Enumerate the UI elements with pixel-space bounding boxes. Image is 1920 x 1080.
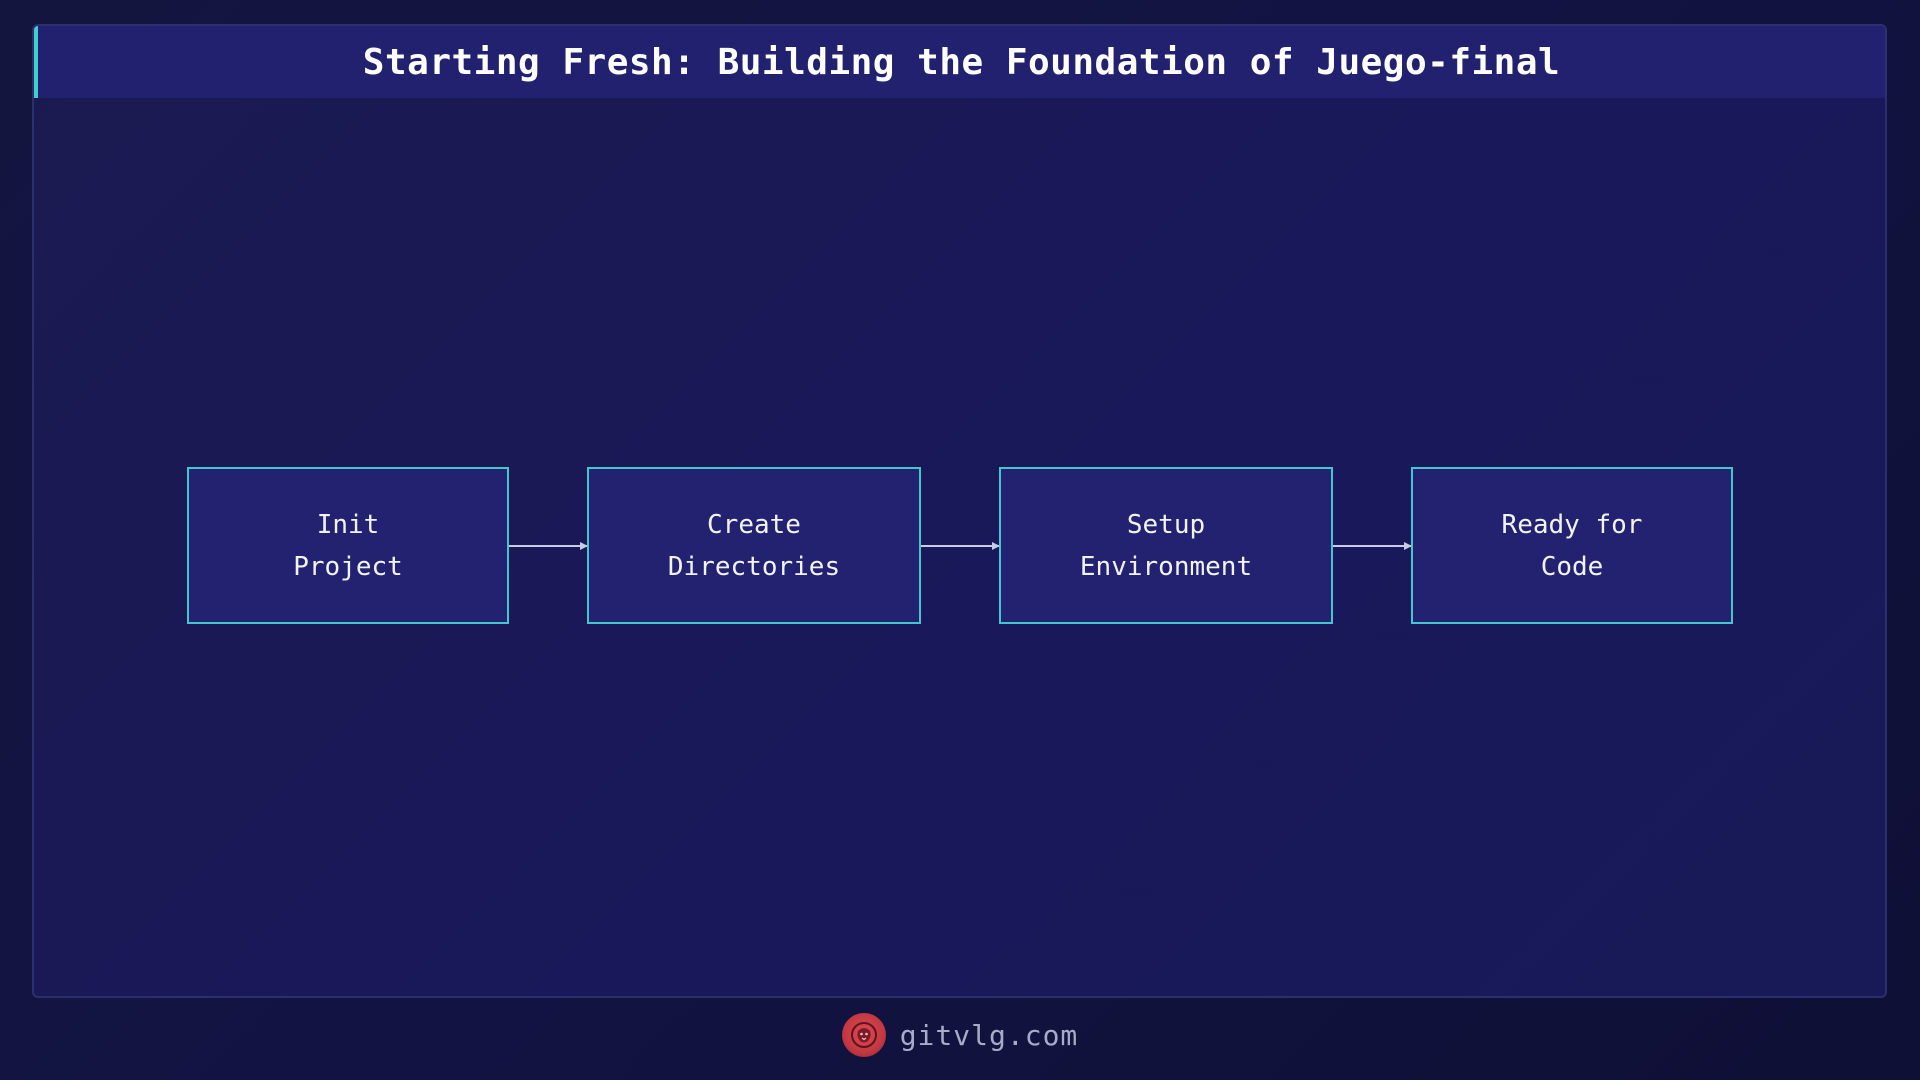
footer-site-link[interactable]: gitvlg.com (899, 1018, 1079, 1052)
node-create-directories: Create Directories (587, 467, 921, 624)
lion-logo-icon (841, 1013, 886, 1057)
node-ready-for-code-line-1: Ready for (1501, 509, 1643, 540)
footer: gitvlg.com (0, 1010, 1920, 1060)
node-create-directories-line-1: Create (707, 509, 801, 540)
node-ready-for-code-line-2: Code (1540, 551, 1604, 582)
node-init-project: Init Project (187, 467, 509, 624)
diagram-title: Starting Fresh: Building the Foundation … (362, 41, 1561, 83)
node-setup-environment-line-2: Environment (1079, 551, 1253, 582)
node-init-project-line-1: Init (316, 509, 380, 540)
node-create-directories-line-2: Directories (667, 551, 841, 582)
node-setup-environment: Setup Environment (999, 467, 1333, 624)
node-ready-for-code: Ready for Code (1411, 467, 1733, 624)
node-setup-environment-line-1: Setup (1126, 509, 1206, 540)
title-bar: Starting Fresh: Building the Foundation … (34, 26, 1885, 98)
node-init-project-line-2: Project (293, 551, 403, 582)
